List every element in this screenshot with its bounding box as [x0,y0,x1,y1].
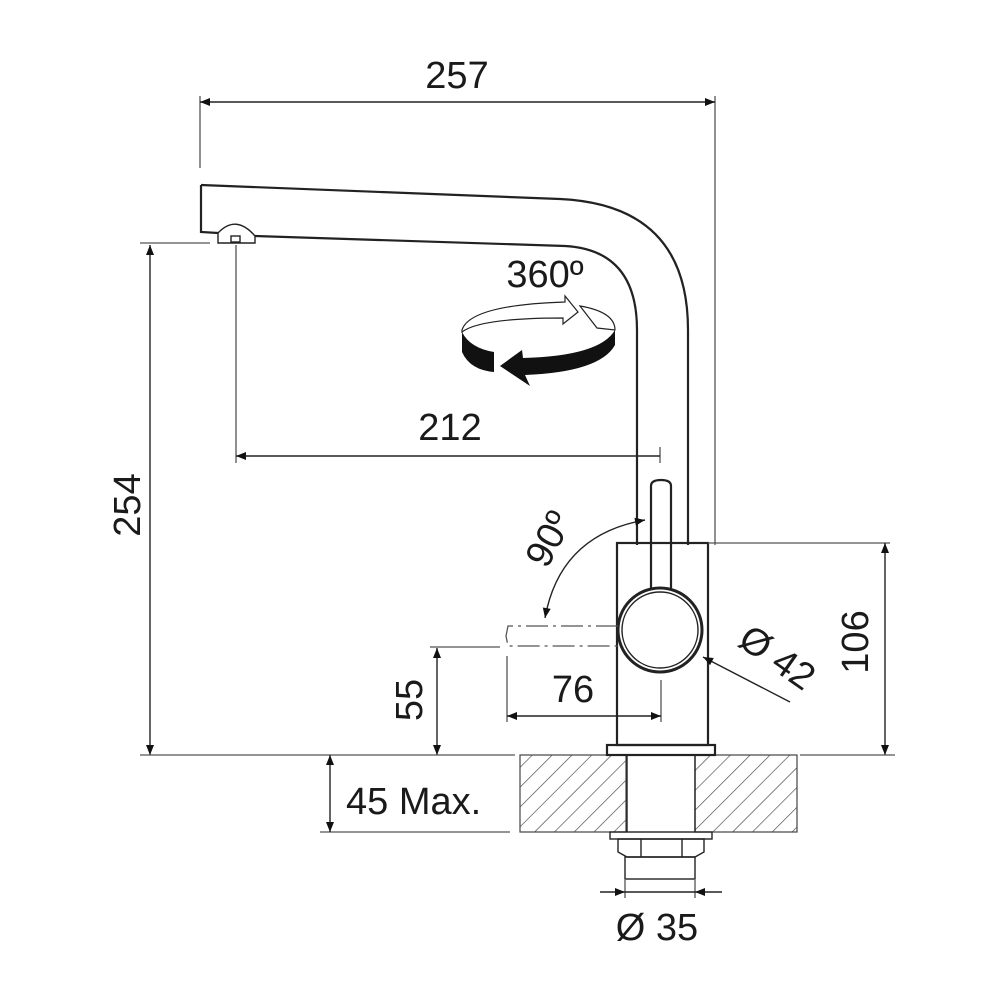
threaded-connector [624,856,696,880]
dimension-45-max: 45 Max. [320,755,510,833]
diameter-35-label: Ø 35 [616,907,698,949]
dimension-106: 106 [835,543,889,755]
dimension-diameter-42: Ø 42 [702,617,823,703]
dimension-label-212: 212 [418,407,481,449]
dimension-257: 257 [199,55,716,545]
countertop-section [140,743,895,880]
dimension-label-257: 257 [425,55,488,97]
dimension-label-76: 76 [552,669,594,711]
aerator [217,223,256,244]
dimension-label-254: 254 [107,473,149,536]
dimension-254: 254 [107,242,210,755]
lever-hub [616,586,704,674]
lever-handle [649,478,673,590]
rotation-label: 360º [506,254,583,296]
dimension-55: 55 [389,646,500,755]
dimension-90-degrees: 90º [518,505,646,619]
dimension-76: 76 [506,656,662,722]
diameter-42-label: Ø 42 [731,617,823,699]
dimension-212: 212 [235,245,661,463]
dimension-label-106: 106 [835,610,877,673]
angle-label: 90º [518,505,581,574]
spout [199,183,690,545]
mounting-nut [617,838,705,858]
dimension-diameter-35: Ø 35 [600,880,722,949]
rotation-360-icon: 360º [461,254,616,386]
dimension-label-55: 55 [389,679,431,721]
max-thickness-label: 45 Max. [346,781,481,823]
lever-alternate-position [505,625,618,647]
